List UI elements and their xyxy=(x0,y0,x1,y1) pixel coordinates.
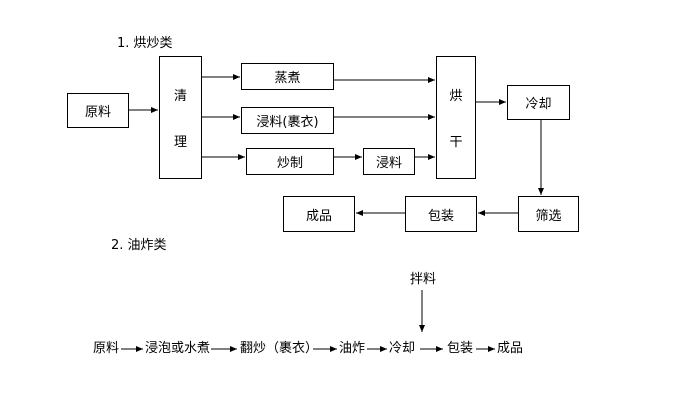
raw-material-box: 原料 xyxy=(67,93,129,128)
steam-box: 蒸煮 xyxy=(241,63,334,90)
flow-pack: 包装 xyxy=(447,341,474,356)
soak-coat-box: 浸料(裹衣) xyxy=(241,107,334,134)
screen-box: 筛选 xyxy=(518,196,579,232)
cool-box: 冷却 xyxy=(507,85,570,120)
dry-box: 烘 干 xyxy=(436,56,476,179)
pack-box: 包装 xyxy=(405,196,477,232)
fry-label: 炒制 xyxy=(276,156,303,171)
flow-product: 成品 xyxy=(497,341,524,356)
flow-cool: 冷却 xyxy=(389,341,416,356)
dry-label-2: 干 xyxy=(449,135,463,151)
product-box: 成品 xyxy=(283,196,355,232)
mix-label: 拌料 xyxy=(410,272,437,287)
cool-label: 冷却 xyxy=(525,97,552,112)
screen-label: 筛选 xyxy=(535,208,562,224)
flow-soak-boil: 浸泡或水煮 xyxy=(145,341,211,356)
fry-box: 炒制 xyxy=(246,148,334,175)
soak-coat-label: 浸料(裹衣) xyxy=(256,115,319,130)
clean-label-2: 理 xyxy=(173,135,187,151)
dry-label-1: 烘 xyxy=(449,88,463,104)
clean-label-1: 清 xyxy=(173,88,187,104)
product-label: 成品 xyxy=(305,208,332,224)
pack-label: 包装 xyxy=(427,208,454,224)
flow-stir-coat: 翻炒（裹衣） xyxy=(240,341,319,356)
clean-box: 清 理 xyxy=(159,56,202,179)
raw-material-label: 原料 xyxy=(84,105,111,120)
soak-label: 浸料 xyxy=(375,156,402,171)
section1-title: 1. 烘炒类 xyxy=(117,36,173,51)
section2-title: 2. 油炸类 xyxy=(111,238,167,253)
steam-label: 蒸煮 xyxy=(274,71,301,86)
soak-box: 浸料 xyxy=(363,148,415,175)
flow-deep-fry: 油炸 xyxy=(339,341,366,356)
flow-raw: 原料 xyxy=(93,341,120,356)
